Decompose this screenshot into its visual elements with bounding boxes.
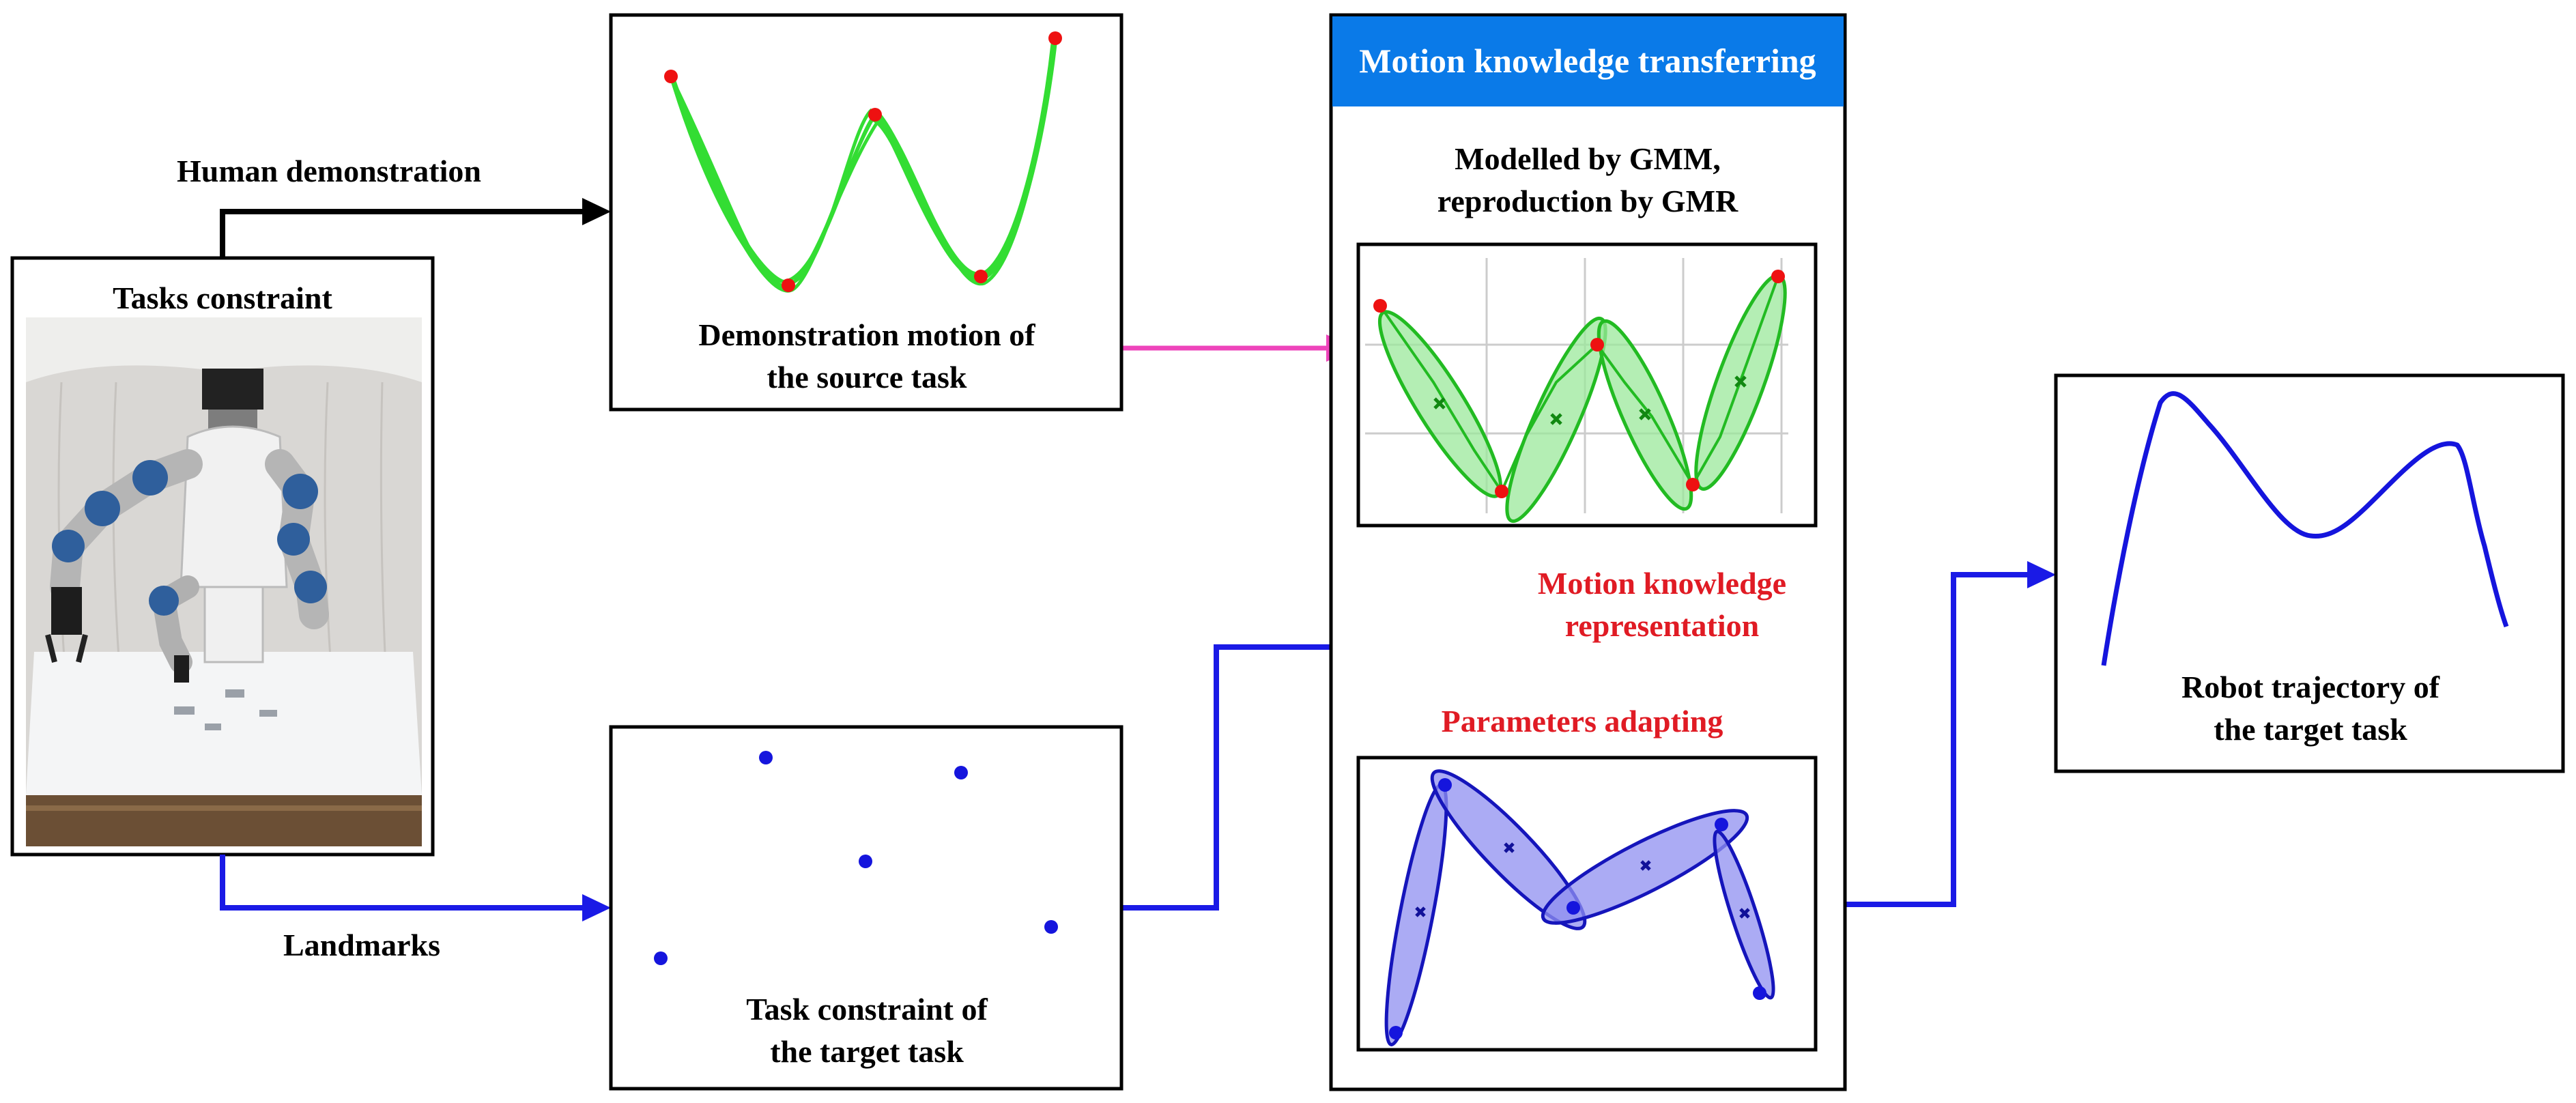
parameters-adapting-label: Parameters adapting: [1442, 704, 1723, 739]
arrow-adapting-to-robot: [1814, 561, 2056, 907]
robot-photo: [26, 317, 422, 846]
gmm-plot: [1356, 242, 1818, 528]
task-constraint-panel: Task constraint of the target task: [609, 725, 1124, 1091]
robot-trajectory-panel: Robot trajectory of the target task: [2054, 373, 2565, 773]
robot-trajectory-caption-line2: the target task: [2214, 712, 2407, 747]
tasks-constraint-label: Tasks constraint: [113, 281, 332, 315]
robot-trajectory-caption-line1: Robot trajectory of: [2181, 670, 2440, 704]
demonstration-keypoints: [664, 31, 1062, 292]
adapted-gmm-plot: [1356, 756, 1818, 1052]
task-constraint-caption-line1: Task constraint of: [746, 992, 988, 1027]
robot-trajectory-curve: [2101, 391, 2509, 666]
demonstration-motion-panel: Demonstration motion of the source task: [609, 13, 1124, 412]
gmm-caption-line2: reproduction by GMR: [1437, 184, 1738, 218]
gmm-keypoints: [1373, 270, 1785, 498]
arrow-demo-to-gmm: [1123, 334, 1355, 362]
panel-title: Motion knowledge transferring: [1359, 42, 1816, 80]
adapted-centers: [1415, 842, 1750, 919]
arrow-landmarks: [220, 855, 611, 921]
landmarks-label: Landmarks: [283, 928, 440, 962]
task-constraint-caption-line2: the target task: [770, 1034, 964, 1069]
gmm-caption-line1: Modelled by GMM,: [1455, 141, 1721, 176]
human-demonstration-label: Human demonstration: [177, 154, 481, 188]
gmm-centers: [1433, 375, 1747, 425]
representation-label-line2: representation: [1565, 608, 1760, 643]
demo-motion-caption-line2: the source task: [767, 360, 967, 395]
panel-title-bar: [1332, 16, 1844, 106]
arrow-human-demonstration: [220, 198, 611, 258]
representation-label-line1: Motion knowledge: [1538, 566, 1786, 601]
motion-knowledge-panel: Motion knowledge transferring Modelled b…: [1329, 13, 1847, 1091]
demo-motion-caption-line1: Demonstration motion of: [698, 317, 1035, 352]
robot-photo-panel: Tasks constraint: [10, 256, 435, 857]
landmark-points: [654, 751, 1058, 965]
adapted-keypoints: [1389, 778, 1766, 1040]
